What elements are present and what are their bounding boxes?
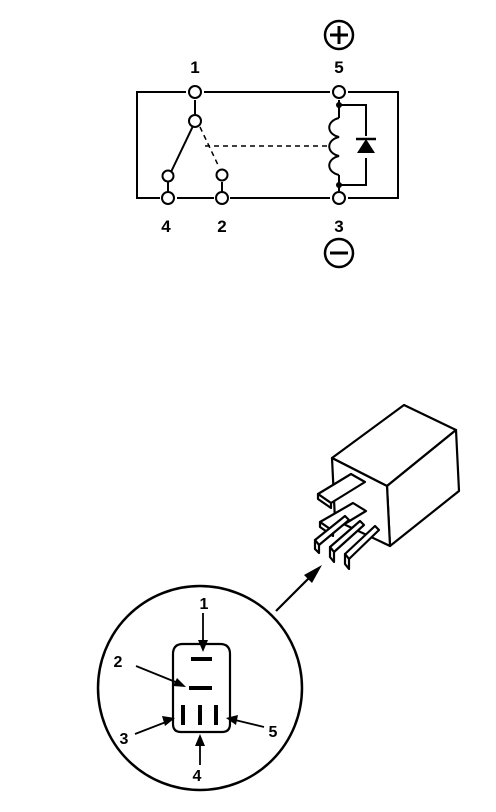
pin-3-label: 3 bbox=[120, 731, 129, 748]
pin-2-label: 2 bbox=[114, 654, 123, 671]
contact-4 bbox=[161, 169, 175, 183]
pin-2-arrow bbox=[173, 678, 186, 687]
terminal-3-label: 3 bbox=[334, 217, 343, 236]
terminal-5 bbox=[332, 85, 346, 99]
terminal-3 bbox=[332, 191, 346, 205]
pin-5-arrow bbox=[226, 715, 238, 725]
pin-1-label: 1 bbox=[200, 596, 209, 613]
magnified-connector-view: 1 2 3 4 5 bbox=[96, 584, 304, 792]
switch-pivot bbox=[188, 114, 202, 128]
terminal-2 bbox=[215, 191, 229, 205]
negative-terminal-icon bbox=[323, 237, 355, 269]
positive-terminal-icon bbox=[323, 19, 355, 51]
diode-branch bbox=[339, 104, 367, 186]
diode-icon bbox=[356, 137, 376, 153]
coil-junction-bottom bbox=[336, 182, 342, 188]
relay-housing-outline bbox=[136, 91, 399, 199]
pin-4-label: 4 bbox=[193, 768, 202, 785]
terminal-1 bbox=[188, 85, 202, 99]
coil-junction-top bbox=[336, 102, 342, 108]
switch-arm bbox=[170, 125, 194, 173]
terminal-4-label: 4 bbox=[161, 217, 171, 236]
pin-5-label: 5 bbox=[269, 724, 278, 741]
contact-2 bbox=[215, 168, 229, 182]
switch-linkage-dashed bbox=[199, 126, 330, 168]
terminal-1-label: 1 bbox=[190, 58, 199, 77]
pin-3-arrow bbox=[162, 716, 175, 726]
terminal-5-label: 5 bbox=[334, 58, 343, 77]
terminal-4 bbox=[161, 191, 175, 205]
terminal-2-label: 2 bbox=[217, 217, 226, 236]
coil-icon bbox=[328, 117, 340, 176]
relay-body-illustration bbox=[313, 403, 461, 571]
callout-arrow bbox=[275, 565, 322, 612]
pin-4-arrow bbox=[195, 734, 205, 746]
pin-1-arrow bbox=[198, 640, 208, 652]
magnifier-circle bbox=[96, 584, 304, 792]
relay-schematic bbox=[136, 91, 399, 199]
